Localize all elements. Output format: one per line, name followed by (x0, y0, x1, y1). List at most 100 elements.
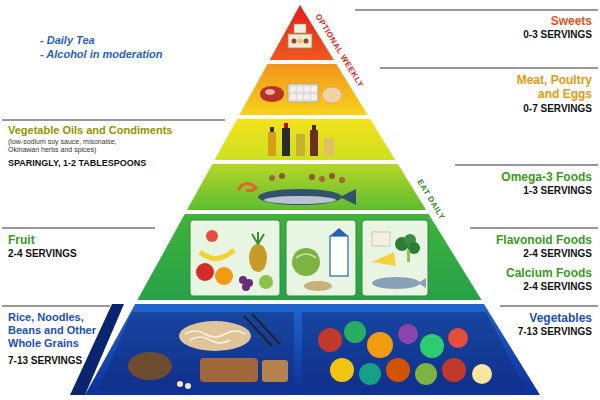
omega3-picture-part (269, 175, 275, 181)
leader-lines-part (470, 227, 598, 228)
flavonoid-picture-part (418, 278, 426, 288)
grains-picture-part (98, 312, 294, 390)
grains-picture-part (179, 321, 251, 351)
fruit-picture-part (200, 250, 234, 259)
vegetables-picture-part (367, 332, 393, 358)
calcium-picture-part (304, 281, 332, 291)
meat-picture-part (304, 86, 310, 92)
servings-label: 2-4 SERVINGS (472, 248, 592, 260)
vegetables-picture-part (448, 328, 468, 348)
servings-label: 0-3 SERVINGS (432, 29, 592, 41)
tier-name: Flavonoid Foods (472, 233, 592, 247)
servings-label: 2-4 SERVINGS (8, 248, 148, 260)
sweets-picture-part (288, 34, 312, 48)
meat-picture-part (297, 94, 303, 100)
grains-picture-part (252, 314, 280, 344)
fruit-picture-part (249, 244, 267, 272)
oil-bottles-part (270, 127, 274, 132)
leader-lines-part (500, 305, 598, 306)
grains-picture-part (185, 331, 245, 337)
leader-lines (2, 10, 598, 306)
omega3-picture-part (319, 176, 325, 182)
oil-bottles-part (282, 128, 290, 156)
tier-name: Vegetable Oils and Condiments (8, 124, 223, 137)
tier-gaps-part (0, 300, 600, 304)
meat-picture-part (260, 86, 284, 102)
fruit-picture-part (242, 283, 250, 291)
vegetables-picture (302, 312, 526, 390)
vegetables-picture-part (344, 321, 366, 343)
tier-name: Meat, Poultry and Eggs (497, 73, 592, 102)
meat-picture-part (297, 86, 303, 92)
fruit-picture-part (196, 263, 214, 281)
meat-picture-part (290, 86, 296, 92)
tier-name: Sweets (432, 14, 592, 28)
calcium-picture-part (292, 248, 320, 276)
fruit-picture-part (252, 232, 264, 244)
omega3-picture-part (329, 173, 335, 179)
middle-panels-part (190, 220, 280, 296)
calcium-picture (292, 228, 348, 291)
sweets-picture-part (298, 39, 303, 44)
servings-label: 2-4 SERVINGS (472, 281, 592, 293)
leader-lines-part (355, 9, 598, 10)
leader-lines-part (2, 119, 225, 120)
leader-lines-part (2, 305, 110, 306)
meat-picture-part (304, 94, 310, 100)
note-label: - Daily Tea (40, 34, 200, 47)
oil-bottles-part (268, 132, 276, 156)
grains-picture (98, 312, 294, 390)
fruit-picture-part (206, 230, 218, 242)
calcium-picture-part (296, 254, 316, 258)
grains-picture-part (190, 337, 230, 343)
meat-picture-part (288, 84, 318, 102)
servings-label: SPARINGLY, 1-2 TABLESPOONS (8, 158, 198, 169)
grains-picture-part (262, 360, 288, 382)
meat-picture (260, 84, 342, 103)
grains-picture-part (128, 352, 172, 380)
vegetables-picture-part (302, 312, 526, 390)
vegetables-picture-part (359, 363, 381, 385)
omega3-picture (238, 173, 356, 205)
tier-gaps (0, 60, 600, 304)
meat-picture-part (290, 94, 296, 100)
meat-picture-part (311, 86, 317, 92)
note-label: - Alcohol in moderation (40, 48, 200, 61)
sweets-picture-part (294, 24, 306, 33)
leader-lines-part (455, 164, 598, 165)
fruit-picture (196, 230, 273, 291)
flavonoid-picture-part (372, 232, 390, 246)
leader-lines-part (380, 67, 598, 68)
meat-picture-part (311, 94, 317, 100)
calcium-picture-part (330, 228, 348, 236)
omega3-picture-part (258, 189, 342, 205)
oil-bottles-part (284, 123, 288, 128)
vegetables-picture-part (386, 358, 410, 382)
oil-bottles (268, 123, 334, 156)
omega3-picture-part (340, 189, 356, 205)
flavonoid-picture (372, 232, 426, 289)
middle-panels (190, 220, 428, 296)
vegetables-picture-part (415, 363, 437, 385)
tier-note: (low-sodium soy sauce, misonaise, Okinaw… (8, 138, 143, 155)
omega3-picture-part (339, 177, 345, 183)
sweets-picture-part (304, 39, 309, 44)
omega3-picture-part (279, 173, 285, 179)
calcium-picture-part (330, 236, 348, 276)
vegetables-picture-part (442, 358, 466, 382)
servings-label: 0-7 SERVINGS (472, 103, 592, 115)
tier-name: Vegetables (497, 311, 592, 325)
vegetables-picture-part (398, 324, 418, 344)
omega3-picture-part (238, 183, 256, 190)
servings-label: 7-13 SERVINGS (8, 355, 108, 367)
tier-gaps-part (0, 60, 600, 64)
sweets-picture (288, 24, 312, 48)
tier-name: Rice, Noodles, Beans and Other Whole Gra… (8, 311, 108, 351)
vegetables-picture-part (472, 364, 492, 384)
servings-label: 1-3 SERVINGS (452, 185, 592, 197)
leader-lines-part (2, 227, 155, 228)
flavonoid-picture-part (372, 277, 420, 289)
grains-picture-part (200, 358, 258, 382)
middle-panels-part (286, 220, 356, 296)
